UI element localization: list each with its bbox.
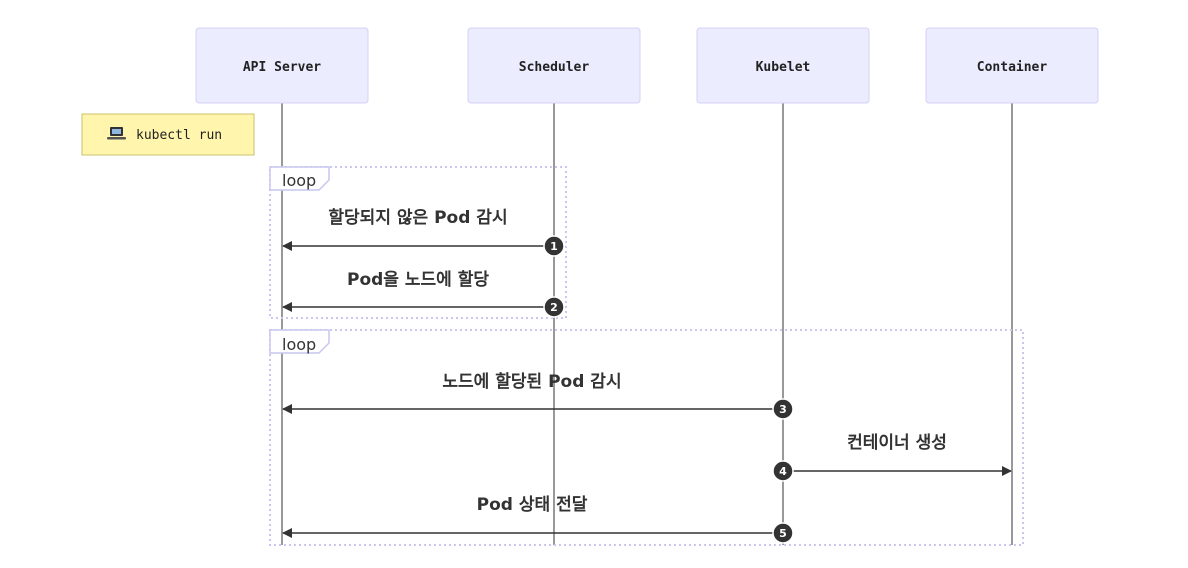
sequence-number: 5: [779, 527, 787, 540]
participant-api-server: API Server: [195, 27, 369, 104]
sequence-number: 3: [779, 403, 787, 416]
sequence-marker: [772, 522, 794, 544]
message-3: 노드에 할당된 Pod 감시 3: [282, 372, 794, 420]
note-kubectl-run: kubectl run: [81, 113, 255, 156]
note-text: kubectl run: [136, 128, 222, 143]
message-label: 컨테이너 생성: [847, 433, 947, 453]
sequence-number: 1: [550, 240, 558, 253]
participant-kubelet: Kubelet: [696, 27, 870, 104]
participant-label: Scheduler: [519, 60, 590, 75]
message-label: Pod 상태 전달: [477, 494, 588, 515]
message-label: 노드에 할당된 Pod 감시: [442, 372, 621, 392]
sequence-number: 2: [550, 301, 558, 314]
message-label: 할당되지 않은 Pod 감시: [328, 208, 507, 228]
loop-label: loop: [282, 171, 316, 190]
sequence-marker: [543, 296, 565, 318]
message-4: 컨테이너 생성 4: [772, 433, 1012, 482]
loop-label: loop: [282, 335, 316, 354]
participant-scheduler: Scheduler: [467, 27, 641, 104]
sequence-number: 4: [779, 465, 787, 478]
participant-label: Kubelet: [756, 60, 811, 75]
loop-frame-2: loop: [269, 329, 1024, 546]
message-2: Pod을 노드에 할당 2: [282, 270, 565, 318]
message-label: Pod을 노드에 할당: [347, 270, 489, 290]
loop-frame-1: loop: [269, 166, 567, 319]
sequence-marker: [772, 398, 794, 420]
participant-container: Container: [925, 27, 1099, 104]
laptop-icon: [107, 127, 126, 140]
message-1: 할당되지 않은 Pod 감시 1: [282, 208, 565, 257]
participant-label: Container: [977, 60, 1048, 75]
sequence-marker: [543, 235, 565, 257]
participant-label: API Server: [243, 60, 321, 75]
message-5: Pod 상태 전달 5: [282, 494, 794, 544]
sequence-marker: [772, 460, 794, 482]
